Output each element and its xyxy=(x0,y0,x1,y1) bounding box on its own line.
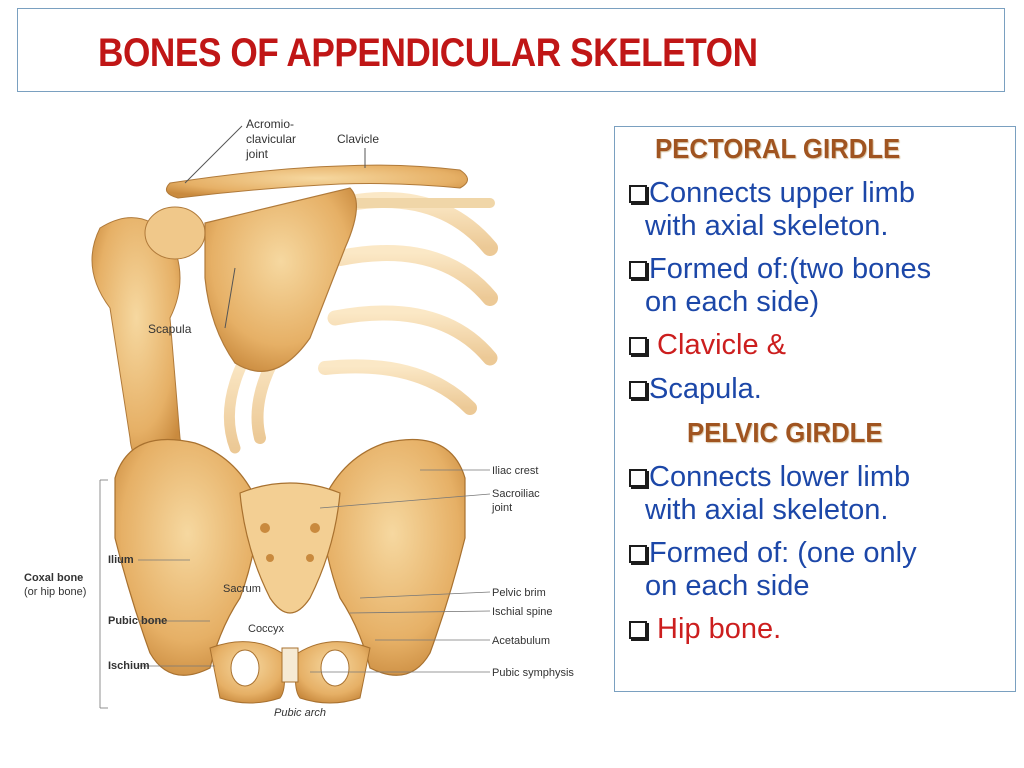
shoulder-illustration: Acromio- clavicular joint Clavicle Scapu… xyxy=(91,117,498,469)
label-acetabulum: Acetabulum xyxy=(492,635,550,647)
label-coxal-2: (or hip bone) xyxy=(24,586,86,598)
clavicle-shape xyxy=(165,164,468,199)
anatomy-illustration: Acromio- clavicular joint Clavicle Scapu… xyxy=(24,117,574,719)
checkbox-bullet-icon xyxy=(629,545,647,563)
svg-text:Acromio- clavicular: Acromio- clavicular joint xyxy=(245,117,299,161)
label-ischium: Ischium xyxy=(108,660,150,672)
checkbox-bullet-icon xyxy=(629,261,647,279)
pectoral-bullet-4: Scapula. xyxy=(629,373,1009,406)
scapula-shape xyxy=(204,187,358,372)
checkbox-bullet-icon xyxy=(629,185,647,203)
svg-text:Coxal bone (or hip bon: Coxal bone (or hip bone) xyxy=(24,572,86,598)
pelvis-illustration: Iliac crest Sacroiliac joint Pelvic brim… xyxy=(24,439,574,719)
pelvic-bullet-1: Connects lower limb with axial skeleton. xyxy=(629,461,1009,527)
label-acromio-3: joint xyxy=(245,147,269,161)
label-pubic-symphysis: Pubic symphysis xyxy=(492,667,574,679)
label-sacrum: Sacrum xyxy=(223,583,261,595)
text-panel: PECTORAL GIRDLE Connects upper limb with… xyxy=(614,126,1016,692)
pectoral-bullet-3: Clavicle & xyxy=(629,329,1009,362)
title-box: BONES OF APPENDICULAR SKELETON xyxy=(17,8,1005,92)
checkbox-bullet-icon xyxy=(629,469,647,487)
label-pubic-bone: Pubic bone xyxy=(108,615,167,627)
pelvic-bullet-2: Formed of: (one only on each side xyxy=(629,537,1009,603)
sacrum-shape xyxy=(239,482,341,614)
left-ilium-shape xyxy=(114,439,261,676)
ribs xyxy=(223,192,498,454)
checkbox-bullet-icon xyxy=(629,621,647,639)
label-ilium: Ilium xyxy=(108,554,134,566)
label-acromio-1: Acromio- xyxy=(246,117,294,131)
label-coxal-1: Coxal bone xyxy=(24,572,83,584)
label-ischial-spine: Ischial spine xyxy=(492,606,553,618)
pectoral-bullet-2: Formed of:(two bones on each side) xyxy=(629,253,1009,319)
label-sacroiliac-2: joint xyxy=(491,502,512,514)
pelvic-heading: PELVIC GIRDLE xyxy=(687,417,883,448)
page-title: BONES OF APPENDICULAR SKELETON xyxy=(98,31,758,75)
anatomy-figure: Acromio- clavicular joint Clavicle Scapu… xyxy=(20,108,590,728)
label-pelvic-brim: Pelvic brim xyxy=(492,587,546,599)
pelvic-bullet-3: Hip bone. xyxy=(629,613,1009,646)
checkbox-bullet-icon xyxy=(629,337,647,355)
right-ilium-shape xyxy=(319,439,466,676)
label-acromio-2: clavicular xyxy=(246,132,296,146)
label-scapula: Scapula xyxy=(148,322,192,336)
pectoral-heading: PECTORAL GIRDLE xyxy=(655,133,901,164)
label-clavicle: Clavicle xyxy=(337,132,379,146)
label-sacroiliac-1: Sacroiliac xyxy=(492,488,540,500)
pectoral-bullet-1: Connects upper limb with axial skeleton. xyxy=(629,177,1009,243)
checkbox-bullet-icon xyxy=(629,381,647,399)
label-pubic-arch: Pubic arch xyxy=(274,707,326,719)
label-iliac-crest: Iliac crest xyxy=(492,465,538,477)
label-coccyx: Coccyx xyxy=(248,623,285,635)
